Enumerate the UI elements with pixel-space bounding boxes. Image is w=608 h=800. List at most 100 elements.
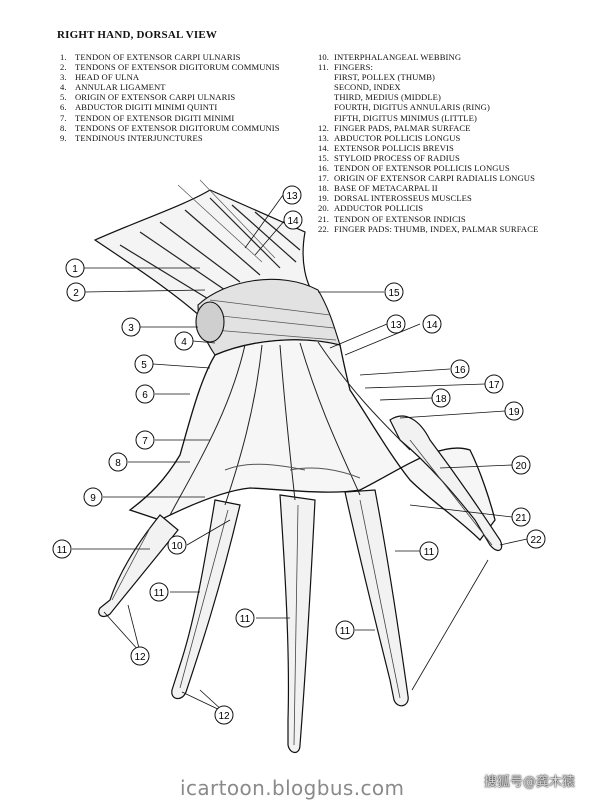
- callout-11: 11: [235, 608, 255, 628]
- svg-text:11: 11: [424, 547, 435, 558]
- thumb: [389, 415, 503, 552]
- callout-17: 17: [484, 374, 504, 394]
- svg-text:11: 11: [57, 545, 68, 556]
- svg-text:18: 18: [435, 394, 447, 405]
- extensor-tendons: [169, 341, 411, 516]
- svg-text:13: 13: [390, 320, 402, 331]
- legend-left: 1.TENDON OF EXTENSOR CARPI ULNARIS 2.TEN…: [60, 52, 310, 143]
- svg-text:12: 12: [218, 711, 230, 722]
- callout-4: 4: [174, 331, 194, 351]
- svg-text:1: 1: [72, 264, 78, 275]
- callout-15: 15: [384, 282, 404, 302]
- legend-item: 9.TENDINOUS INTERJUNCTURES: [60, 132, 203, 143]
- svg-text:7: 7: [142, 436, 148, 447]
- legend-item: 2.TENDONS OF EXTENSOR DIGITORUM COMMUNIS: [60, 62, 280, 73]
- callout-21: 21: [511, 507, 531, 527]
- watermark-text: icartoon.blogbus.com: [180, 776, 405, 800]
- legend-item: 21.TENDON OF EXTENSOR INDICIS: [318, 213, 466, 224]
- legend-item: 16.TENDON OF EXTENSOR POLLICIS LONGUS: [318, 163, 510, 174]
- svg-text:15: 15: [388, 288, 400, 299]
- svg-text:17: 17: [488, 380, 500, 391]
- svg-text:8: 8: [115, 458, 121, 469]
- svg-text:6: 6: [142, 390, 148, 401]
- callout-7: 7: [135, 430, 155, 450]
- head-of-ulna: [195, 301, 225, 343]
- svg-text:4: 4: [181, 337, 187, 348]
- svg-text:3: 3: [128, 323, 134, 334]
- legend-item: 4.ANNULAR LIGAMENT: [60, 82, 166, 93]
- annular-ligament: [195, 278, 341, 356]
- callout-20: 20: [511, 455, 531, 475]
- svg-text:20: 20: [515, 461, 527, 472]
- callout-11: 11: [419, 541, 439, 561]
- legend-item: 1.TENDON OF EXTENSOR CARPI ULNARIS: [60, 52, 241, 62]
- legend-item: 12.FINGER PADS, PALMAR SURFACE: [318, 122, 471, 133]
- little-finger: [98, 514, 179, 618]
- hand-dorsum: [128, 339, 496, 541]
- legend-item: 14.EXTENSOR POLLICIS BREVIS: [318, 142, 454, 153]
- svg-text:9: 9: [90, 493, 96, 504]
- leader-lines: [72, 194, 528, 713]
- legend-subitem: SECOND, INDEX: [334, 82, 401, 93]
- legend-subitem: FIRST, POLLEX (THUMB): [334, 72, 436, 83]
- callout-13: 13: [386, 314, 406, 334]
- callout-22: 22: [526, 529, 546, 549]
- svg-text:11: 11: [240, 614, 251, 625]
- legend-item: 22.FINGER PADS: THUMB, INDEX, PALMAR SUR…: [318, 223, 539, 234]
- callout-16: 16: [450, 359, 470, 379]
- svg-text:10: 10: [171, 541, 183, 552]
- svg-text:16: 16: [454, 365, 466, 376]
- legend-item: 11.FINGERS:: [318, 62, 374, 73]
- callout-18: 18: [431, 388, 451, 408]
- svg-text:13: 13: [286, 191, 298, 202]
- callout-12: 12: [214, 705, 234, 725]
- legend-item: 17.ORIGIN OF EXTENSOR CARPI RADIALIS LON…: [318, 173, 535, 184]
- legend-item: 5.ORIGIN OF EXTENSOR CARPI ULNARIS: [60, 92, 236, 103]
- page-title: RIGHT HAND, DORSAL VIEW: [57, 29, 218, 41]
- legend-item: 19.DORSAL INTEROSSEUS MUSCLES: [318, 193, 472, 204]
- legend-subitem: FOURTH, DIGITUS ANNULARIS (RING): [334, 102, 490, 113]
- callout-11: 11: [52, 539, 72, 559]
- callout-3: 3: [121, 317, 141, 337]
- callout-10: 10: [167, 535, 187, 555]
- callout-6: 6: [135, 384, 155, 404]
- callout-11: 11: [335, 620, 355, 640]
- callout-5: 5: [134, 354, 154, 374]
- legend-item: 15.STYLOID PROCESS OF RADIUS: [318, 152, 460, 163]
- callout-9: 9: [83, 487, 103, 507]
- callout-8: 8: [108, 452, 128, 472]
- index-finger: [344, 489, 409, 707]
- svg-text:21: 21: [515, 513, 527, 524]
- callout-13: 13: [282, 185, 302, 205]
- legend-item: 3.HEAD OF ULNA: [60, 72, 140, 83]
- legend-subitem: FIFTH, DIGITUS MINIMUS (LITTLE): [334, 112, 477, 123]
- svg-text:11: 11: [340, 626, 351, 637]
- callout-12: 12: [130, 646, 150, 666]
- legend-item: 20.ADDUCTOR POLLICIS: [318, 203, 424, 214]
- callout-14: 14: [283, 210, 303, 230]
- callout-2: 2: [66, 282, 86, 302]
- legend-subitem: THIRD, MEDIUS (MIDDLE): [334, 92, 441, 103]
- svg-text:11: 11: [154, 588, 165, 599]
- ring-finger: [171, 499, 241, 700]
- callout-11: 11: [149, 582, 169, 602]
- svg-text:19: 19: [508, 407, 520, 418]
- callout-19: 19: [504, 401, 524, 421]
- legend-item: 7.TENDON OF EXTENSOR DIGITI MINIMI: [60, 112, 235, 123]
- callout-14: 14: [422, 314, 442, 334]
- svg-text:2: 2: [73, 288, 79, 299]
- legend-item: 10.INTERPHALANGEAL WEBBING: [318, 52, 462, 62]
- legend-right: 10.INTERPHALANGEAL WEBBING 11.FINGERS: F…: [318, 52, 588, 234]
- svg-text:14: 14: [426, 320, 438, 331]
- callout-1: 1: [65, 258, 85, 278]
- source-credit: 搜狐号@龚木猿: [484, 775, 576, 790]
- svg-text:12: 12: [134, 652, 146, 663]
- legend-item: 18.BASE OF METACARPAL II: [318, 183, 438, 194]
- legend-item: 6.ABDUCTOR DIGITI MINIMI QUINTI: [60, 102, 218, 113]
- legend-item: 8.TENDONS OF EXTENSOR DIGITORUM COMMUNIS: [60, 122, 280, 133]
- svg-text:22: 22: [530, 535, 542, 546]
- svg-text:5: 5: [141, 360, 147, 371]
- callouts: 1 2 3 4 5 6 7 8 9 10 11 11 11 11 11 12 1…: [52, 185, 546, 725]
- svg-text:14: 14: [287, 216, 299, 227]
